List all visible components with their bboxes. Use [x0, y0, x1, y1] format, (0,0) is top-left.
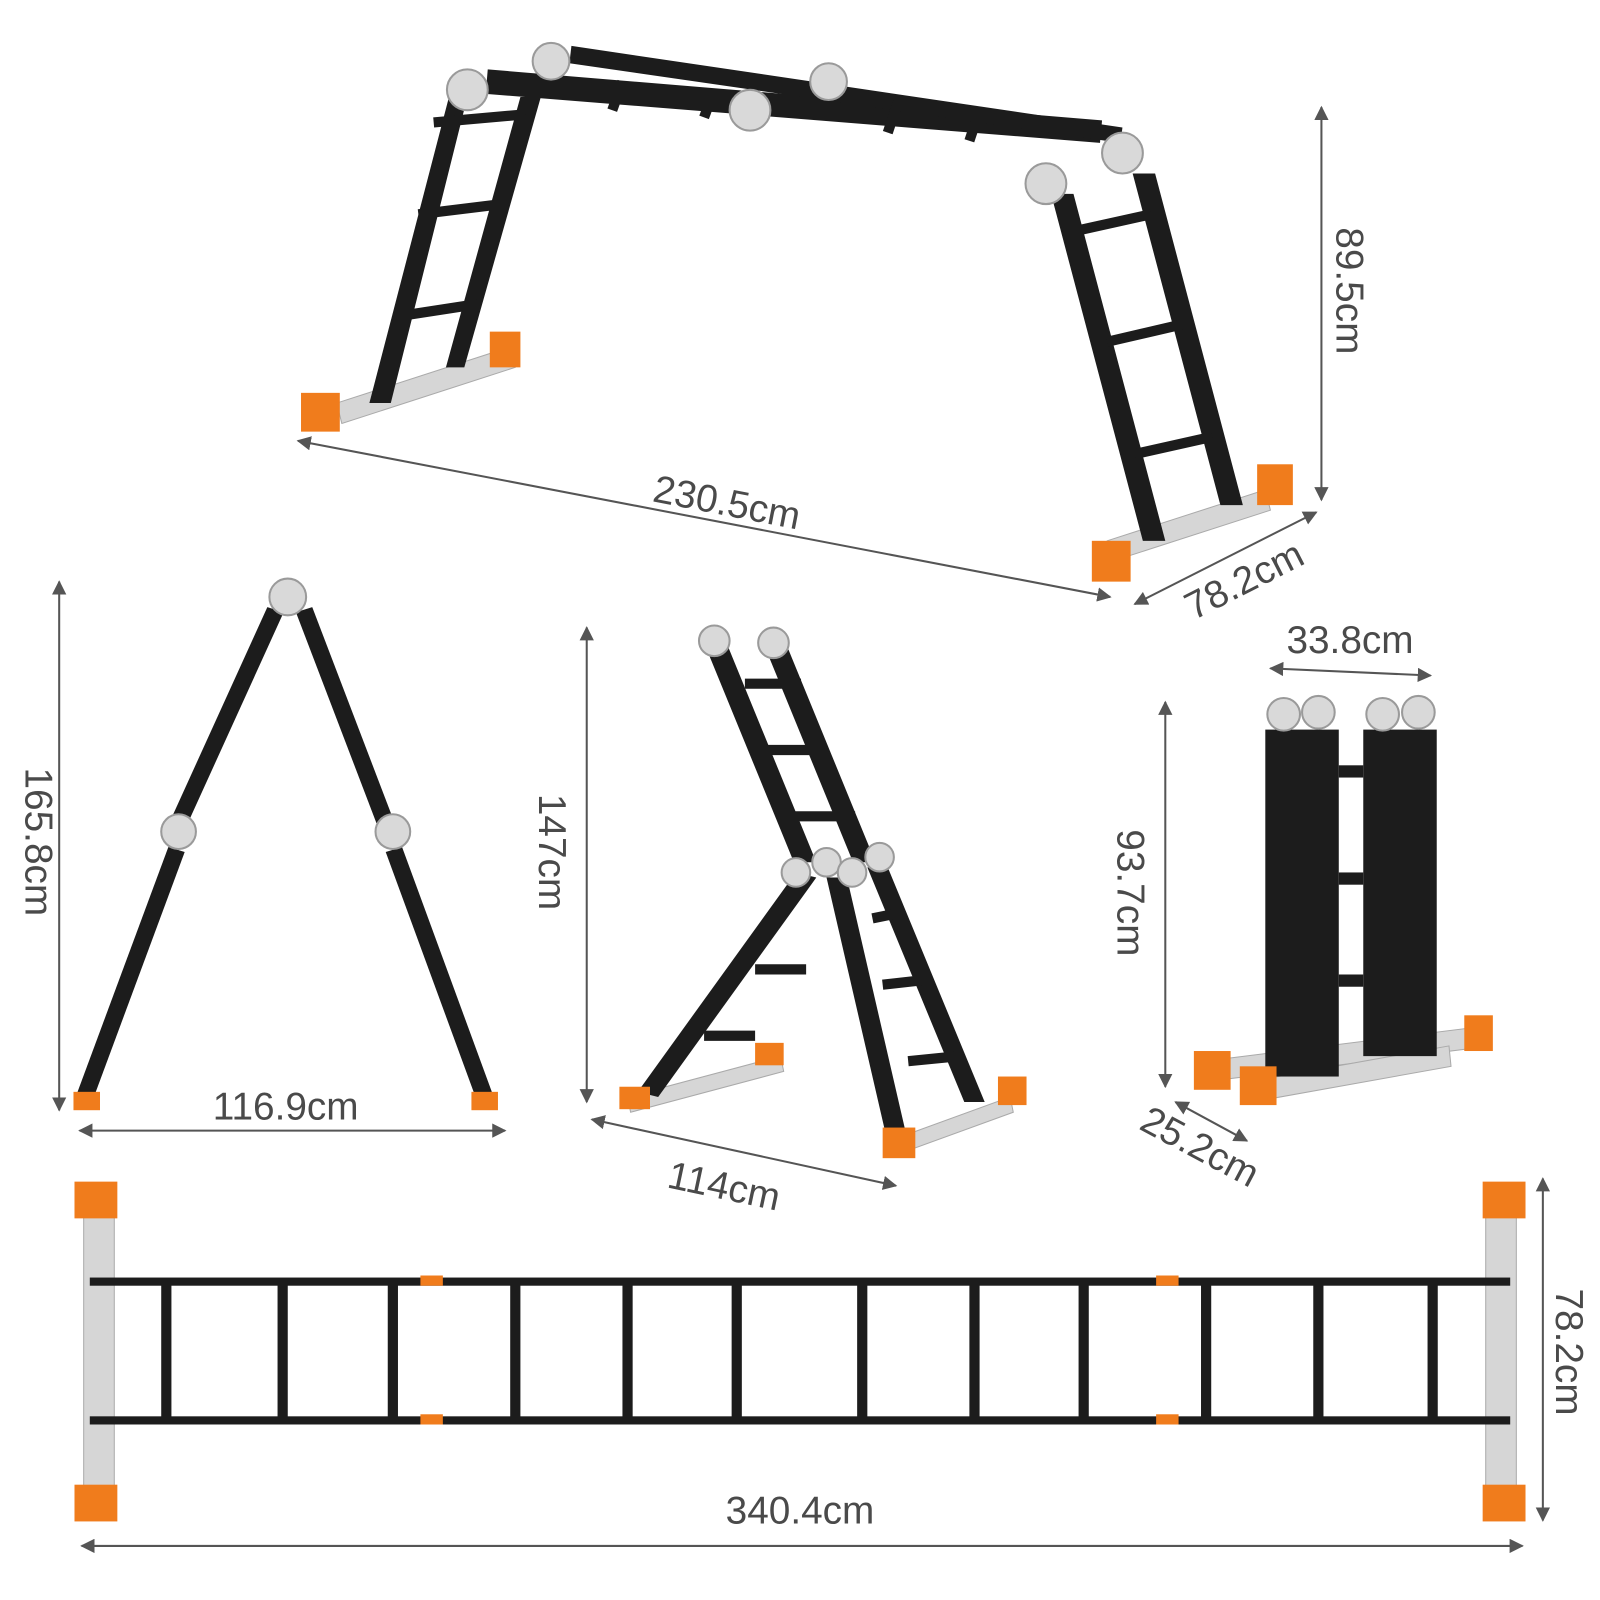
- hinge-lock-icon: [420, 1275, 443, 1286]
- hinge-icon: [1101, 131, 1144, 175]
- folded-ladder-view: 33.8cm 93.7cm 25.2cm: [1108, 619, 1493, 1196]
- foot-icon: [74, 1484, 118, 1522]
- foot-icon: [997, 1076, 1027, 1106]
- hinge-icon: [268, 577, 308, 617]
- foot-icon: [619, 1086, 650, 1110]
- hinge-icon: [809, 62, 848, 102]
- hinge-icon: [697, 624, 731, 658]
- hinge-icon: [864, 841, 895, 873]
- rung: [1078, 1281, 1089, 1421]
- a-frame-height-label: 165.8cm: [17, 767, 60, 916]
- hinge-icon: [780, 857, 812, 888]
- hinge-icon: [531, 41, 571, 81]
- hinge-icon: [836, 857, 868, 888]
- foot-icon: [301, 392, 340, 432]
- foot-icon: [1239, 1066, 1277, 1106]
- foot-icon: [1464, 1015, 1493, 1052]
- rung: [857, 1281, 868, 1421]
- rung: [731, 1281, 742, 1421]
- hinge-icon: [1401, 694, 1436, 730]
- folded-height-label: 93.7cm: [1108, 829, 1151, 956]
- folded-width-label: 33.8cm: [1286, 619, 1413, 662]
- stepladder-height-label: 147cm: [530, 794, 573, 910]
- hinge-lock-icon: [420, 1414, 443, 1425]
- hinge-icon: [1365, 696, 1400, 732]
- hinge-icon: [1024, 162, 1068, 206]
- folded-depth-label: 25.2cm: [1134, 1098, 1266, 1196]
- rung: [510, 1281, 521, 1421]
- hinge-icon: [811, 846, 842, 878]
- hinge-icon: [1301, 694, 1336, 730]
- hinge-icon: [1266, 696, 1302, 732]
- straight-ladder-view: 78.2cm 340.4cm: [74, 1177, 1590, 1554]
- rung: [387, 1281, 398, 1421]
- straight-length-label: 340.4cm: [726, 1489, 875, 1532]
- hinge-icon: [757, 626, 790, 660]
- platform-length-label: 230.5cm: [650, 468, 804, 539]
- hinge-icon: [445, 68, 489, 112]
- foot-icon: [74, 1181, 118, 1219]
- foot-icon: [1482, 1181, 1526, 1219]
- straight-width-label: 78.2cm: [1547, 1288, 1590, 1415]
- foot-icon: [489, 331, 521, 368]
- rung: [277, 1281, 288, 1421]
- rung: [1427, 1281, 1438, 1421]
- foot-icon: [1482, 1484, 1526, 1522]
- rung: [622, 1281, 633, 1421]
- rung: [1313, 1281, 1324, 1421]
- platform-ladder-view: 230.5cm 89.5cm 78.2cm: [296, 41, 1371, 629]
- foot-icon: [1091, 540, 1131, 582]
- foot-icon: [1193, 1051, 1231, 1090]
- a-frame-span-label: 116.9cm: [213, 1085, 359, 1128]
- hinge-icon: [160, 813, 197, 850]
- hinge-icon: [728, 88, 772, 132]
- foot-icon: [1257, 464, 1293, 506]
- rung: [161, 1281, 172, 1421]
- a-frame-ladder-view: 165.8cm 116.9cm: [17, 577, 507, 1138]
- hinge-icon: [374, 813, 412, 850]
- foot-icon: [73, 1091, 100, 1111]
- platform-width-label: 78.2cm: [1178, 533, 1311, 629]
- rung: [1201, 1281, 1212, 1421]
- stepladder-span-label: 114cm: [664, 1154, 784, 1220]
- rung-group: [161, 1281, 1438, 1421]
- hinge-lock-icon: [1156, 1414, 1179, 1425]
- platform-height-label: 89.5cm: [1328, 227, 1371, 354]
- foot-icon: [882, 1127, 916, 1159]
- rung: [969, 1281, 980, 1421]
- foot-icon: [471, 1091, 498, 1111]
- hinge-lock-icon: [1156, 1275, 1179, 1286]
- stepladder-view: 147cm 114cm: [530, 624, 1027, 1220]
- foot-icon: [755, 1042, 784, 1066]
